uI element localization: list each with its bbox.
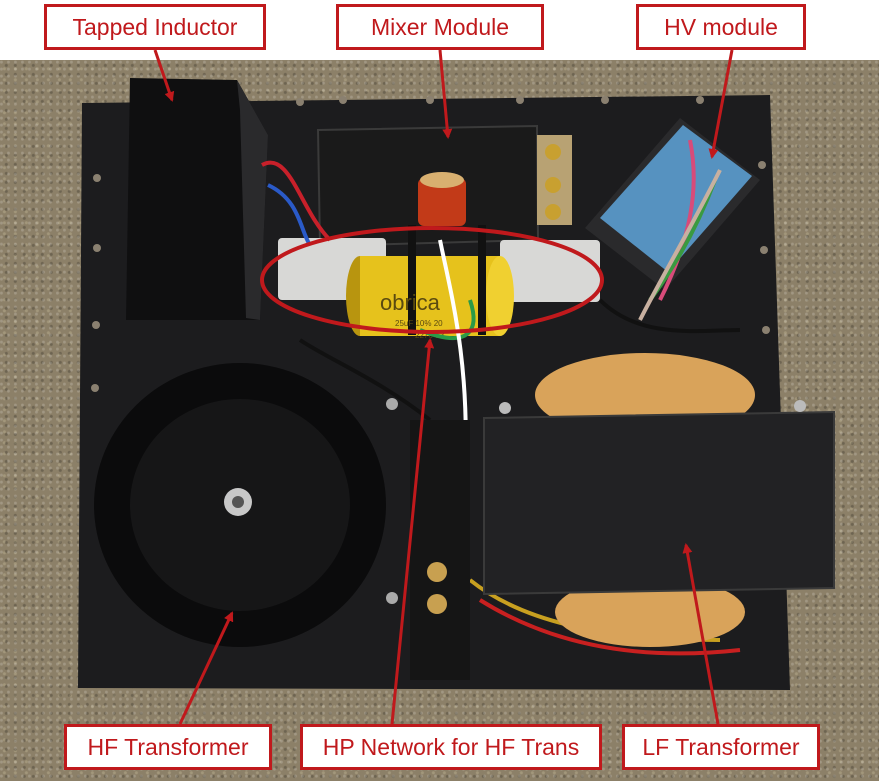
label-mixer-module: Mixer Module [336, 4, 544, 50]
capacitor-brand-text: obrica [380, 290, 441, 315]
tapped-inductor-component [126, 78, 268, 320]
arrow-mixer-module [438, 49, 453, 139]
label-hv-module: HV module [636, 4, 806, 50]
film-capacitor: obrica 25uF 10% 20 2276-13 [346, 225, 514, 340]
annotation-arrows [153, 49, 734, 725]
hf-transformer-component [94, 363, 386, 647]
label-lf-transformer: LF Transformer [622, 724, 820, 770]
label-hp-network: HP Network for HF Trans [300, 724, 602, 770]
connector-column [386, 398, 470, 680]
arrow-lf-transformer [682, 543, 720, 725]
capacitor-spec-1: 25uF 10% 20 [395, 319, 443, 328]
hv-module-component [585, 118, 760, 321]
label-hf-transformer: HF Transformer [64, 724, 272, 770]
arrow-tapped-inductor [153, 49, 175, 102]
lf-transformer-component [483, 353, 835, 647]
arrow-hv-module [708, 49, 734, 159]
arrow-hf-transformer [178, 611, 234, 725]
label-tapped-inductor: Tapped Inductor [44, 4, 266, 50]
hp-network-highlight [260, 226, 604, 334]
small-inductor [418, 172, 466, 226]
arrow-hp-network [390, 338, 435, 725]
